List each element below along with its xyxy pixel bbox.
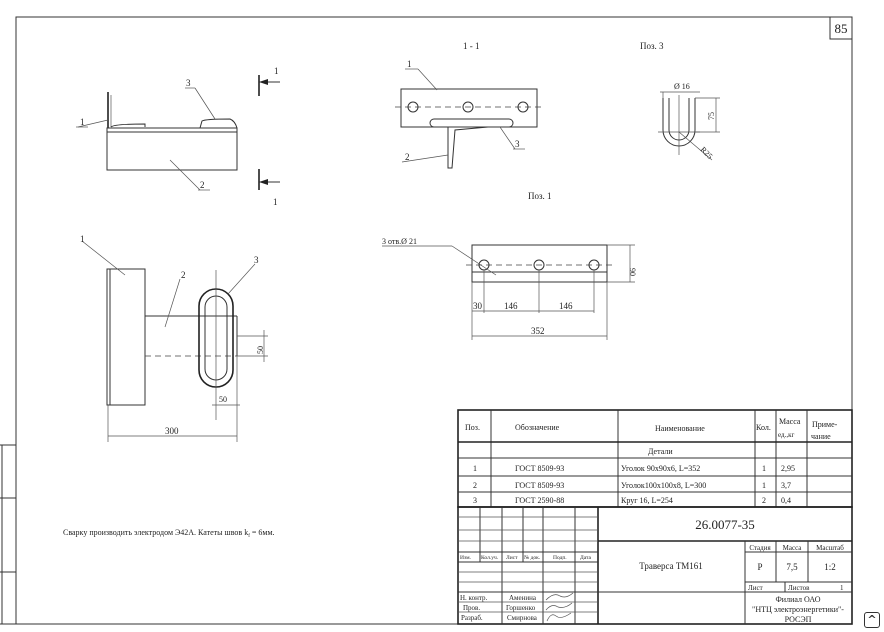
signature-scribble xyxy=(545,602,573,611)
sign-name: Смирнова xyxy=(507,614,538,622)
plan-loop-width-dim: 50 xyxy=(219,395,227,404)
org-line-2: "НТЦ электроэнергетики"- xyxy=(752,605,844,614)
cell-name: Уголок100x100x8, L=300 xyxy=(621,481,706,490)
label-1: 1 xyxy=(407,59,412,69)
sheet-label: Лист xyxy=(748,584,763,592)
table-row: 1 ГОСТ 8509-93 Уголок 90x90x6, L=352 1 2… xyxy=(473,464,795,473)
sheets-label: Листов xyxy=(788,584,810,592)
pos3-radius-dim: R25 xyxy=(699,145,715,161)
pos1-view: Поз. 1 3 отв.Ø 21 90 30 146 146 352 xyxy=(382,191,637,340)
stage-value: Р xyxy=(757,562,762,572)
section-mark-top: 1 xyxy=(274,66,279,76)
header-note-2: чание xyxy=(811,432,831,441)
cell-pos: 1 xyxy=(473,464,477,473)
pos3-height-dim: 75 xyxy=(707,112,716,120)
rev-header-sheet: Лист xyxy=(506,555,518,561)
sheets-value: 1 xyxy=(840,584,844,592)
section-title: 1 - 1 xyxy=(463,41,480,51)
mass-value: 7,5 xyxy=(786,562,798,572)
cell-qty: 1 xyxy=(762,464,766,473)
pos1-height-dim: 90 xyxy=(628,268,637,276)
sign-role: Н. контр. xyxy=(460,594,487,602)
rev-header-count: Кол.уч. xyxy=(481,555,499,561)
plan-loop-height-dim: 50 xyxy=(256,346,265,354)
sheet-number-box: 85 xyxy=(829,16,853,40)
table-row: 3 ГОСТ 2590-88 Круг 16, L=254 2 0,4 xyxy=(473,496,791,505)
up-chevron-icon[interactable]: ^ xyxy=(864,612,880,628)
rev-header-sign: Подп. xyxy=(553,555,567,561)
pos3-view: Поз. 3 75 Ø 16 R25 xyxy=(640,41,720,161)
sign-role: Пров. xyxy=(463,604,480,612)
label-3: 3 xyxy=(186,78,191,88)
org-line-3: РОСЭП xyxy=(785,615,812,624)
sheet-frame xyxy=(0,16,853,625)
label-1: 1 xyxy=(80,234,85,244)
rev-header-date: Дата xyxy=(580,555,592,561)
rev-header-change: Изм. xyxy=(460,555,472,561)
plan-view: 1 2 3 50 50 300 xyxy=(80,234,268,442)
sheet-number: 85 xyxy=(835,21,848,36)
sign-name: Горшенко xyxy=(506,604,536,612)
section-1-1-view: 1 - 1 1 3 2 xyxy=(395,41,544,169)
cell-name: Круг 16, L=254 xyxy=(621,496,673,505)
cell-qty: 1 xyxy=(762,481,766,490)
pos1-edge-dim: 30 xyxy=(473,301,483,311)
pos1-holes-callout: 3 отв.Ø 21 xyxy=(382,237,417,246)
header-note-1: Приме- xyxy=(812,420,838,429)
pos1-pitch-dim-2: 146 xyxy=(559,301,573,311)
cell-designation: ГОСТ 8509-93 xyxy=(515,481,564,490)
signature-row: Пров. Горшенко xyxy=(463,602,573,612)
stage-label: Стадия xyxy=(749,544,771,552)
section-title: Детали xyxy=(648,447,673,456)
org-line-1: Филиал ОАО xyxy=(775,595,820,604)
signature-scribble xyxy=(546,612,572,622)
pos1-pitch-dim-1: 146 xyxy=(504,301,518,311)
scale-value: 1:2 xyxy=(824,562,836,572)
label-2: 2 xyxy=(405,152,410,162)
plan-length-dim: 300 xyxy=(165,426,179,436)
drawing-title: Траверса ТМ161 xyxy=(639,561,703,571)
title-block: Изм. Кол.уч. Лист № док. Подп. Дата 26.0… xyxy=(457,506,853,625)
label-3: 3 xyxy=(254,255,259,265)
label-2: 2 xyxy=(200,180,205,190)
rev-header-doc: № док. xyxy=(524,555,541,561)
cell-mass: 3,7 xyxy=(781,481,791,490)
side-view: 3 1 2 1 1 xyxy=(76,66,280,207)
mass-label: Масса xyxy=(783,544,803,552)
cell-mass: 0,4 xyxy=(781,496,791,505)
pos1-length-dim: 352 xyxy=(531,326,545,336)
cell-mass: 2,95 xyxy=(781,464,795,473)
cell-designation: ГОСТ 2590-88 xyxy=(515,496,564,505)
header-name: Наименование xyxy=(655,424,705,433)
signature-scribble xyxy=(545,592,574,601)
table-row: 2 ГОСТ 8509-93 Уголок100x100x8, L=300 1 … xyxy=(473,481,791,490)
header-designation: Обозначение xyxy=(515,423,560,432)
header-mass-2: ед.,кг xyxy=(778,431,794,439)
label-3: 3 xyxy=(515,139,520,149)
label-1: 1 xyxy=(80,117,85,127)
signature-row: Н. контр. Аменина xyxy=(460,592,574,602)
pos3-diameter-dim: Ø 16 xyxy=(674,82,690,91)
section-mark-bottom: 1 xyxy=(273,197,278,207)
pos3-title: Поз. 3 xyxy=(640,41,664,51)
scale-label: Масштаб xyxy=(816,544,844,552)
header-pos: Поз. xyxy=(465,423,480,432)
pos1-title: Поз. 1 xyxy=(528,191,552,201)
welding-note: Сварку производить электродом Э42А. Кате… xyxy=(63,528,275,539)
sign-name: Аменина xyxy=(509,594,537,602)
cell-designation: ГОСТ 8509-93 xyxy=(515,464,564,473)
spec-table: Поз. Обозначение Наименование Кол. Масса… xyxy=(457,409,853,508)
header-qty: Кол. xyxy=(756,423,771,432)
cell-pos: 3 xyxy=(473,496,477,505)
label-2: 2 xyxy=(181,270,186,280)
header-mass-1: Масса xyxy=(779,417,801,426)
doc-code: 26.0077-35 xyxy=(695,517,755,532)
cell-pos: 2 xyxy=(473,481,477,490)
cell-qty: 2 xyxy=(762,496,766,505)
signature-row: Разраб. Смирнова xyxy=(461,612,572,622)
cell-name: Уголок 90x90x6, L=352 xyxy=(621,464,700,473)
sign-role: Разраб. xyxy=(461,614,483,622)
